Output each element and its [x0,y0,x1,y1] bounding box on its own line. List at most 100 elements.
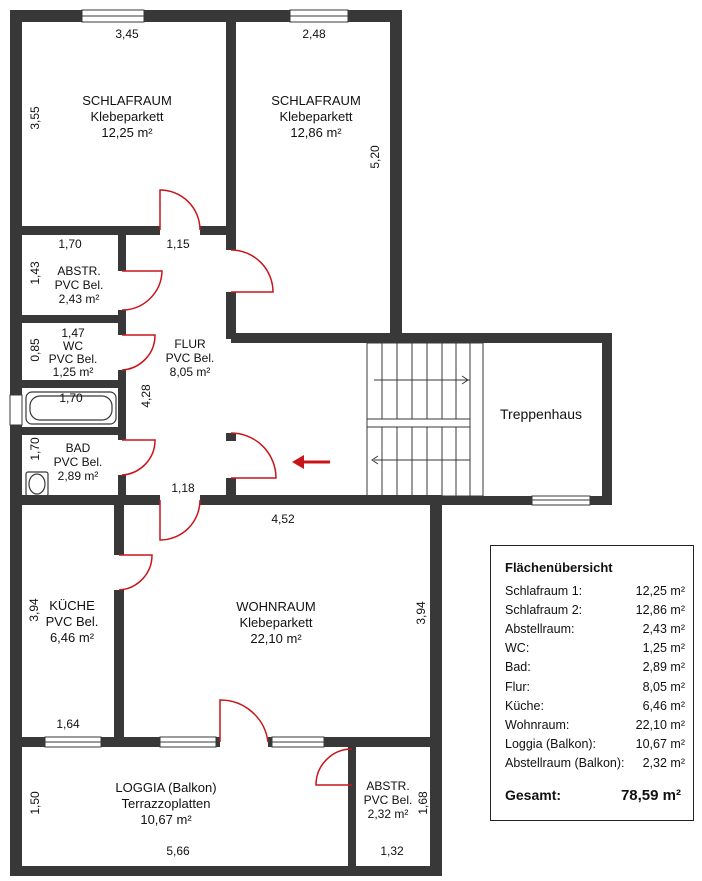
row-label: Küche: [505,698,544,713]
room-abstr: ABSTR. PVC Bel. 2,43 m² [55,264,104,306]
dimension-label: 3,94 [414,601,428,625]
summary-rows: Schlafraum 1: 12,25 m² Schlafraum 2: 12,86… [505,581,685,773]
room-area: 12,25 m² [101,125,153,140]
row-label: Flur: [505,679,530,694]
room-flur: FLUR PVC Bel. 8,05 m² [166,337,215,379]
room-name: BAD [65,441,91,455]
dimension-label: 1,70 [58,237,82,251]
summary-row: Schlafraum 1: 12,25 m² [505,581,685,600]
room-floor: Klebeparkett [239,615,313,630]
dimension-label: 3,45 [115,27,139,41]
dimension-label: 1,43 [28,261,42,285]
windows [9,9,591,748]
total-value: 78,59 m² [620,786,681,804]
room-area: 2,43 m² [58,292,100,306]
row-value: 12,25 m² [635,583,685,598]
room-floor: PVC Bel. [165,351,215,365]
walls [10,10,612,876]
row-label: Bad: [505,660,531,675]
row-label: Abstellraum (Balkon): [505,756,625,771]
room-name: ABSTR. [366,779,410,793]
summary-row: Abstellraum: 2,43 m² [505,619,685,638]
dimension-label: 3,55 [28,106,42,130]
summary-row: Wohnraum: 22,10 m² [505,715,685,734]
room-name: LOGGIA (Balkon) [115,780,217,795]
room-name: WC [63,339,83,353]
row-value: 1,25 m² [642,641,685,656]
row-label: Abstellraum: [505,621,575,636]
room-bad: BAD PVC Bel. 2,89 m² [54,441,103,483]
room-floor: PVC Bel. [54,278,104,292]
room-wc: 1,47 WC PVC Bel. 1,25 m² [49,327,98,379]
room-name: ABSTR. [57,264,101,278]
entrance-arrow-icon [292,455,330,469]
dimension-label: 1,70 [28,437,42,461]
summary-row: Schlafraum 2: 12,86 m² [505,600,685,619]
row-label: Loggia (Balkon): [505,737,597,752]
row-value: 2,43 m² [642,621,685,636]
dimension-label: 1,64 [56,717,80,731]
room-wohnraum: WOHNRAUM Klebeparkett 22,10 m² [236,599,315,647]
summary-row: Bad: 2,89 m² [505,658,685,677]
room-floor: PVC Bel. [45,614,99,629]
room-area: 2,89 m² [57,469,99,483]
summary-row: Loggia (Balkon): 10,67 m² [505,735,685,754]
row-label: Schlafraum 2: [505,602,583,617]
room-floor: Klebeparkett [279,109,353,124]
dimension-label: 1,32 [380,844,404,858]
summary-row: WC: 1,25 m² [505,639,685,658]
total-label: Gesamt: [505,786,562,803]
room-area: 6,46 m² [49,630,95,645]
room-abstr-balkon: ABSTR. PVC Bel. 2,32 m² [364,779,413,821]
room-name: WOHNRAUM [236,599,316,614]
row-value: 2,89 m² [642,660,685,675]
dimension-label: 4,52 [271,512,295,526]
room-floor: PVC Bel. [363,793,413,807]
dimension-label: 4,28 [139,384,153,408]
room-dim: 1,47 [61,326,85,340]
dimension-label: 5,66 [166,844,190,858]
row-label: Wohnraum: [505,717,570,732]
doors [118,189,353,786]
room-area: 22,10 m² [250,631,302,646]
summary-row: Küche:6,46 m² [505,696,685,715]
row-label: WC: [505,641,530,656]
dimension-label: 1,15 [166,237,190,251]
stairs [366,342,484,497]
room-treppenhaus: Treppenhaus [500,406,582,422]
room-name: KÜCHE [49,598,95,613]
room-area: 1,25 m² [52,365,94,379]
row-label: Schlafraum 1: [505,583,583,598]
room-schlafraum-2: SCHLAFRAUM Klebeparkett 12,86 m² [271,93,361,141]
dimension-label: 1,18 [171,481,195,495]
room-floor: PVC Bel. [48,352,98,366]
summary-row: Abstellraum (Balkon):2,32 m² [505,754,685,773]
dimension-label: 1,50 [28,791,42,815]
row-value: 12,86 m² [635,602,685,617]
summary-title: Flächenübersicht [505,560,613,575]
dimension-label: 1,68 [416,791,430,815]
row-value: 8,05 m² [642,679,685,694]
room-area: 2,32 m² [367,807,409,821]
dimension-label: 1,70 [59,391,83,405]
room-floor: Terrazzoplatten [121,796,211,811]
room-area: 8,05 m² [169,365,211,379]
row-value: 22,10 m² [635,717,685,732]
room-loggia: LOGGIA (Balkon) Terrazzoplatten 10,67 m² [115,780,216,828]
room-floor: Klebeparkett [90,109,164,124]
dimension-label: 0,85 [28,338,42,362]
dimension-label: 3,94 [27,598,41,622]
summary-row: Flur: 8,05 m² [505,677,685,696]
row-value: 10,67 m² [635,737,685,752]
dimension-label: 2,48 [302,27,326,41]
room-area: 12,86 m² [290,125,342,140]
room-area: 10,67 m² [140,812,192,827]
room-schlafraum-1: SCHLAFRAUM Klebeparkett 12,25 m² [82,93,172,141]
sanitary [25,391,117,497]
summary-total: Gesamt: 78,59 m² [505,787,685,804]
area-summary: Flächenübersicht Schlafraum 1: 12,25 m² S… [490,545,694,821]
dimension-label: 5,20 [368,145,382,169]
room-name: SCHLAFRAUM [271,93,361,108]
room-name: SCHLAFRAUM [82,93,172,108]
